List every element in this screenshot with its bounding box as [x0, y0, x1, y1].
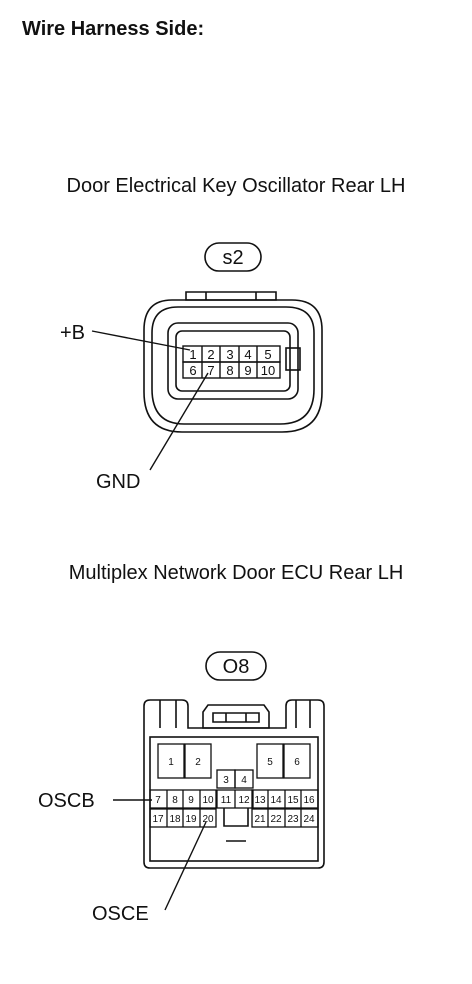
pin-o8-4: 4	[241, 775, 247, 786]
pin-o8-18: 18	[169, 814, 181, 825]
pin-s2-5: 5	[264, 347, 271, 362]
pin-s2-3: 3	[226, 347, 233, 362]
connector-s2-housing	[143, 299, 323, 433]
connector-o8-latch	[202, 704, 270, 729]
leader-osce	[164, 821, 207, 911]
pin-o8-13: 13	[254, 795, 266, 806]
pin-o8-17: 17	[152, 814, 164, 825]
pin-s2-7: 7	[207, 363, 214, 378]
connector-s2-title: Door Electrical Key Oscillator Rear LH	[66, 175, 406, 197]
connector-s2-latch	[185, 291, 277, 301]
pin-o8-10: 10	[202, 795, 214, 806]
pin-o8-6: 6	[294, 757, 300, 768]
pin-o8-21: 21	[254, 814, 266, 825]
label-gnd: GND	[96, 471, 140, 493]
pin-s2-6: 6	[189, 363, 196, 378]
pin-o8-9: 9	[188, 795, 194, 806]
pin-o8-22: 22	[270, 814, 282, 825]
pin-o8-15: 15	[287, 795, 299, 806]
pin-o8-14: 14	[270, 795, 282, 806]
label-b-plus: +B	[60, 322, 85, 344]
pin-o8-19: 19	[185, 814, 197, 825]
connector-o8-badge	[205, 651, 267, 681]
pin-o8-11: 11	[221, 795, 232, 806]
pin-s2-4: 4	[244, 347, 251, 362]
page-heading: Wire Harness Side:	[22, 18, 205, 40]
leader-gnd	[149, 372, 209, 471]
pin-o8-2: 2	[195, 757, 201, 768]
pin-s2-1: 1	[189, 347, 196, 362]
connector-o8-title: Multiplex Network Door ECU Rear LH	[68, 562, 404, 584]
pin-o8-7: 7	[155, 795, 161, 806]
connector-s2-id: s2	[222, 247, 243, 269]
pin-o8-16: 16	[303, 795, 315, 806]
label-oscb: OSCB	[38, 790, 95, 812]
pin-s2-8: 8	[226, 363, 233, 378]
pin-o8-3: 3	[223, 775, 229, 786]
pin-s2-9: 9	[244, 363, 251, 378]
pin-s2-2: 2	[207, 347, 214, 362]
connector-o8-housing	[143, 699, 325, 869]
pin-o8-20: 20	[202, 814, 214, 825]
pin-o8-24: 24	[303, 814, 315, 825]
pin-o8-8: 8	[172, 795, 178, 806]
pin-o8-1: 1	[168, 757, 174, 768]
label-osce: OSCE	[92, 903, 149, 925]
leader-b-plus	[91, 330, 191, 351]
connector-o8-id: O8	[223, 656, 250, 678]
pin-o8-12: 12	[238, 795, 250, 806]
pin-o8-5: 5	[267, 757, 273, 768]
pin-o8-23: 23	[287, 814, 299, 825]
connector-s2-badge	[204, 242, 262, 272]
pin-s2-10: 10	[261, 363, 275, 378]
